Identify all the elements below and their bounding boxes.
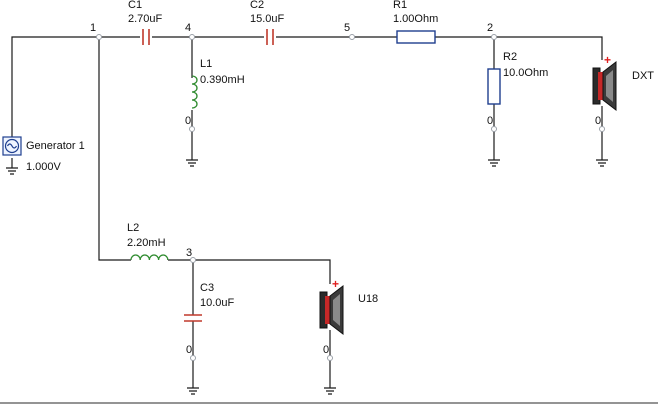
node-5-label: 5 xyxy=(344,22,350,34)
node-3-dot[interactable] xyxy=(190,257,196,263)
node-5-dot[interactable] xyxy=(349,34,355,40)
r2-name: R2 xyxy=(503,51,517,63)
r1-name: R1 xyxy=(393,0,407,11)
speaker-dxt[interactable]: + xyxy=(592,53,617,112)
node-4-label: 4 xyxy=(185,22,191,34)
u18-plus-icon: + xyxy=(332,277,339,291)
c2-name: C2 xyxy=(250,0,264,11)
node-3-label: 3 xyxy=(186,247,192,259)
generator-1[interactable]: Generator 1 1.000V xyxy=(2,136,85,173)
capacitor-c3[interactable] xyxy=(184,314,202,322)
node-connectors xyxy=(96,34,605,361)
node-0-label-c3: 0 xyxy=(186,344,192,356)
u18-name: U18 xyxy=(358,293,378,305)
c1-name: C1 xyxy=(128,0,142,11)
l2-value: 2.20mH xyxy=(127,237,166,249)
c3-value: 10.0uF xyxy=(200,297,235,309)
wire-n1-l2 xyxy=(98,37,131,261)
ground-icon xyxy=(6,167,18,175)
node-0-dot[interactable] xyxy=(189,126,195,132)
node-0-dot[interactable] xyxy=(190,355,196,361)
dxt-plus-icon: + xyxy=(604,53,611,67)
wire-l2-u18 xyxy=(168,259,331,284)
generator-name: Generator 1 xyxy=(26,140,85,152)
node-0-dot[interactable] xyxy=(327,355,333,361)
node-1-label: 1 xyxy=(90,22,96,34)
node-0-label-l1: 0 xyxy=(185,115,191,127)
c1-value: 2.70uF xyxy=(128,13,163,25)
r2-value: 10.0Ohm xyxy=(503,67,548,79)
generator-value: 1.000V xyxy=(26,161,62,173)
ground-symbols xyxy=(6,159,608,395)
node-0-label-u18: 0 xyxy=(323,344,329,356)
resistor-r2[interactable] xyxy=(487,68,501,105)
inductor-l2[interactable] xyxy=(130,254,169,261)
l1-name: L1 xyxy=(200,58,212,70)
node-0-label-dxt: 0 xyxy=(595,115,601,127)
resistor-r1[interactable] xyxy=(396,30,436,44)
ground-icon xyxy=(324,387,336,395)
ground-icon xyxy=(596,159,608,167)
wires xyxy=(11,36,603,388)
l1-value: 0.390mH xyxy=(200,74,245,86)
capacitor-c1[interactable] xyxy=(142,29,150,45)
speaker-u18[interactable]: + xyxy=(319,277,344,336)
node-0-label-r2: 0 xyxy=(487,115,493,127)
r1-value: 1.00Ohm xyxy=(393,13,438,25)
node-2-label: 2 xyxy=(487,22,493,34)
c3-name: C3 xyxy=(200,282,214,294)
node-4-dot[interactable] xyxy=(189,34,195,40)
ground-icon xyxy=(187,387,199,395)
l2-name: L2 xyxy=(127,222,139,234)
node-1-dot[interactable] xyxy=(96,34,102,40)
ground-icon xyxy=(488,159,500,167)
node-2-dot[interactable] xyxy=(491,34,497,40)
node-0-dot[interactable] xyxy=(599,126,605,132)
wire-r1-dxt xyxy=(435,36,603,60)
ground-icon xyxy=(186,159,198,167)
inductor-l1[interactable] xyxy=(191,75,198,109)
node-0-dot[interactable] xyxy=(491,126,497,132)
wire-gen-top xyxy=(11,36,140,146)
dxt-name: DXT xyxy=(632,70,654,82)
node-labels: 1 4 5 2 3 0 0 0 0 0 xyxy=(90,22,601,356)
c2-value: 15.0uF xyxy=(250,13,285,25)
capacitor-c2[interactable] xyxy=(266,29,274,45)
